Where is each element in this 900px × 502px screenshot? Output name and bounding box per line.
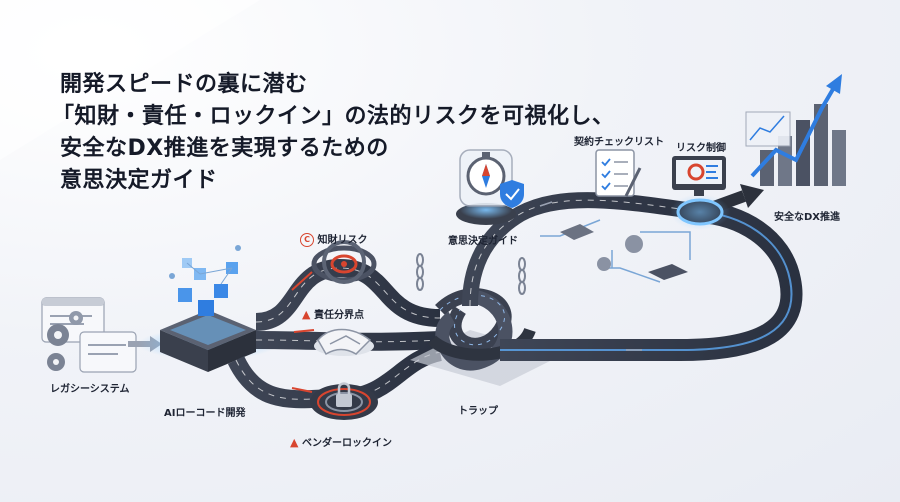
label-ip-risk: C 知財リスク xyxy=(300,231,367,247)
direction-arrow xyxy=(539,201,553,207)
red-arrow xyxy=(291,271,313,291)
compass-icon xyxy=(456,149,516,225)
label-risk-control: リスク制御 xyxy=(676,143,726,154)
growth-chart-icon xyxy=(745,74,846,186)
checklist-icon xyxy=(595,149,642,197)
vendor-lockin-maze-icon xyxy=(310,382,378,420)
red-arrow xyxy=(291,387,313,393)
label-ip-risk-text: 知財リスク xyxy=(317,235,368,246)
legacy-system-icon xyxy=(41,297,137,373)
label-trap: トラップ xyxy=(458,406,498,417)
label-safe-dx: 安全なDX推進 xyxy=(774,212,841,223)
copyright-icon: C xyxy=(300,233,314,247)
monitor-dashboard-icon xyxy=(672,156,726,196)
label-responsibility-text: 責任分界点 xyxy=(313,310,364,321)
warning-icon: ▲ xyxy=(290,436,299,449)
light-ray xyxy=(0,0,260,160)
flowchart-icon xyxy=(540,219,691,283)
label-vendor-lockin: ▲ ベンダーロックイン xyxy=(290,434,392,449)
arrow-to-safe-dx-icon xyxy=(740,184,764,208)
shield-icon xyxy=(500,180,524,208)
handshake-icon xyxy=(314,328,374,356)
label-contract-checklist: 契約チェックリスト xyxy=(574,137,664,148)
headline-line-1: 開発スピードの裏に潜む xyxy=(60,72,308,97)
road-ip-risk xyxy=(255,258,441,331)
headline-line-2: 「知財・責任・ロックイン」の法的リスクを可視化し、 xyxy=(52,104,615,129)
risk-control-hub-icon xyxy=(670,194,730,230)
label-ai-lowcode: AIローコード開発 xyxy=(164,408,246,419)
red-arrow xyxy=(293,329,315,333)
label-legacy-system: レガシーシステム xyxy=(50,384,130,395)
trap-knot-icon xyxy=(410,288,560,386)
ip-risk-tangle-icon xyxy=(311,240,377,284)
warning-icon: ▲ xyxy=(302,308,311,321)
chain-icon xyxy=(416,253,526,295)
label-responsibility: ▲ 責任分界点 xyxy=(302,306,364,321)
label-vendor-lockin-text: ベンダーロックイン xyxy=(301,438,392,449)
ai-lowcode-platform-icon xyxy=(138,245,278,372)
label-decision-guide: 意思決定ガイド xyxy=(448,236,518,247)
headline-line-3: 安全なDX推進を実現するための xyxy=(60,136,389,161)
headline-line-4: 意思決定ガイド xyxy=(60,168,218,193)
